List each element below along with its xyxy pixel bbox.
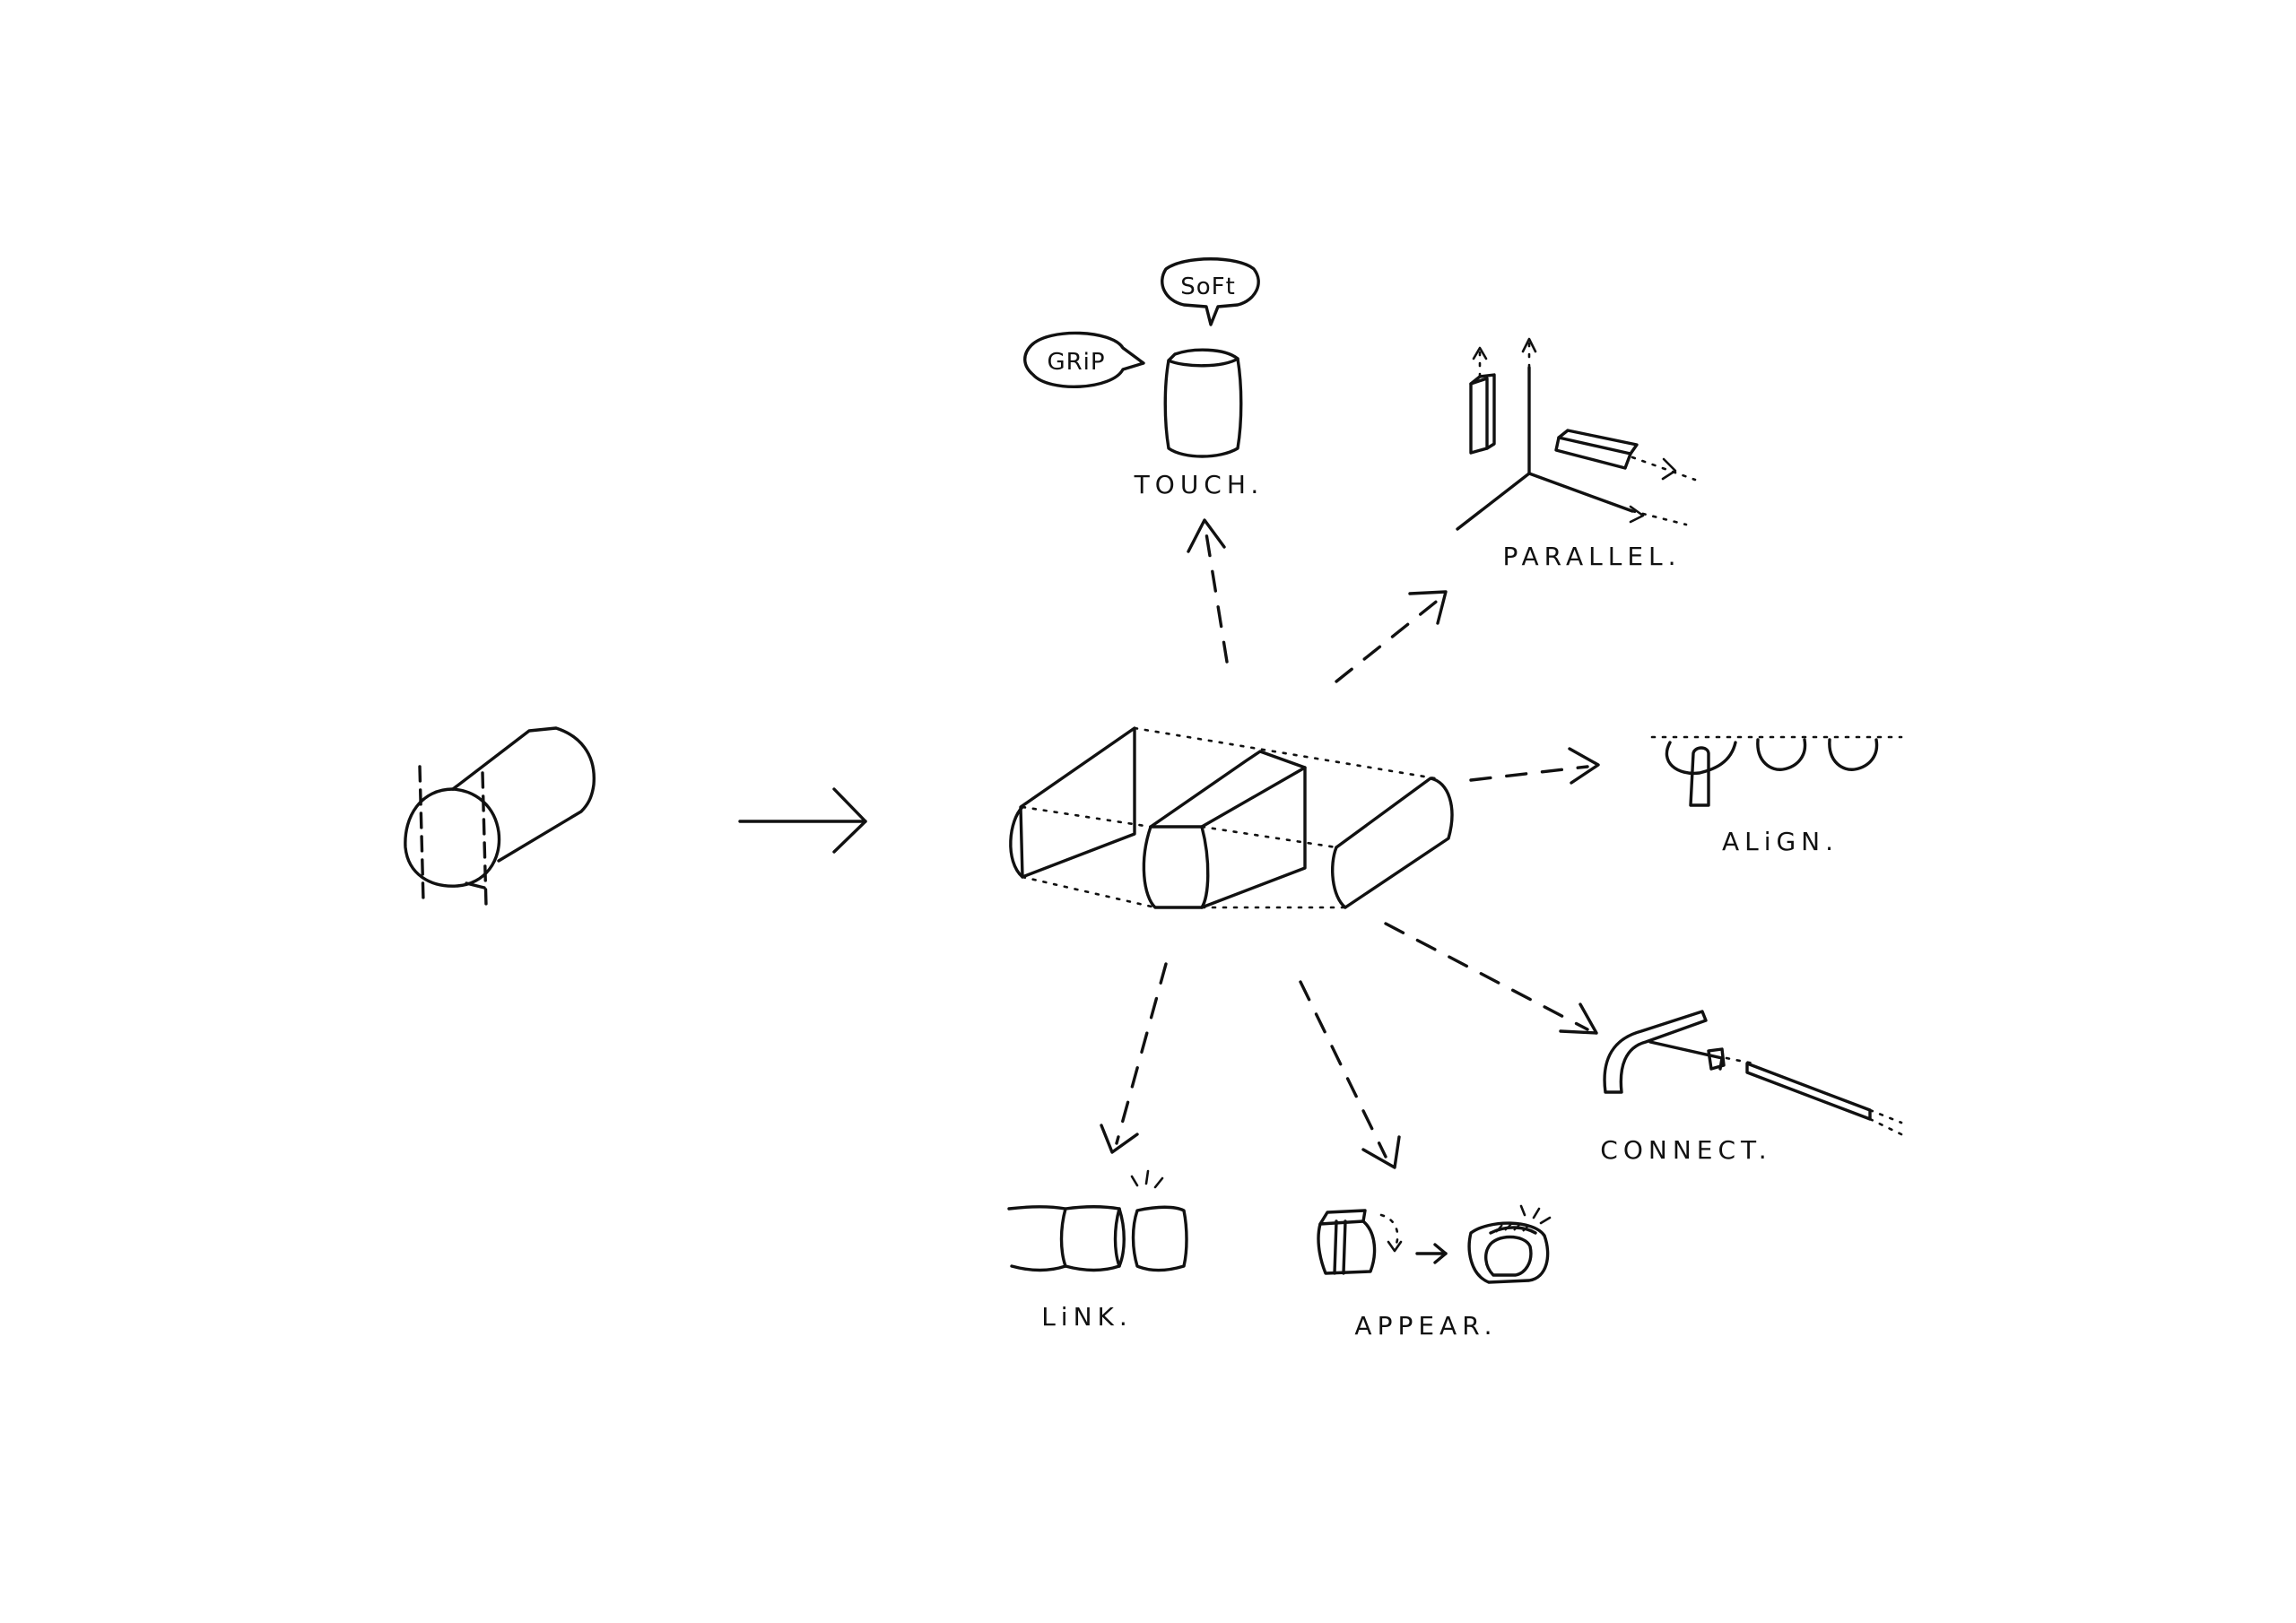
parallel-label: PARALLEL. <box>1502 542 1681 571</box>
appear-group: APPEAR. <box>1317 1204 1552 1341</box>
touch-group: SoFt GRiP TOUCH. <box>1023 257 1265 499</box>
soft-bubble-text: SoFt <box>1180 273 1236 300</box>
soft-bubble <box>1161 257 1260 326</box>
link-group: LiNK. <box>1007 1169 1188 1332</box>
grip-bubble <box>1023 331 1145 388</box>
dashed-arrows <box>1100 518 1600 1169</box>
appear-label: APPEAR. <box>1354 1311 1497 1341</box>
grip-bubble-text: GRiP <box>1047 349 1105 376</box>
connect-label: CONNECT. <box>1600 1135 1771 1165</box>
touch-label: TOUCH. <box>1134 470 1265 499</box>
transform-arrow <box>738 787 867 854</box>
link-label: LiNK. <box>1041 1302 1133 1332</box>
connect-group: CONNECT. <box>1600 1010 1903 1165</box>
source-cylinder <box>404 726 596 907</box>
parallel-group: PARALLEL. <box>1456 334 1697 571</box>
align-label: ALiGN. <box>1722 827 1839 856</box>
align-group: ALiGN. <box>1650 735 1903 856</box>
split-segments <box>1009 726 1454 909</box>
